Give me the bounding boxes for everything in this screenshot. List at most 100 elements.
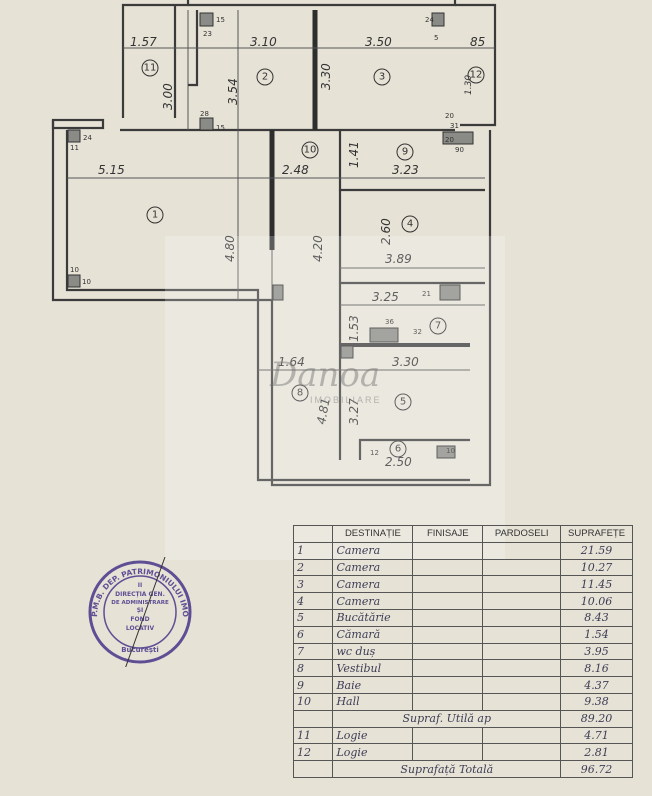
row-destination: Vestibul: [332, 659, 414, 678]
header-areas: SUPRAFEȚE: [560, 525, 633, 543]
stamp-text: LOCATIV: [126, 625, 155, 632]
row-area: 11.45: [560, 575, 633, 594]
row-area: 9.38: [560, 692, 633, 711]
room-number-7: 7: [435, 321, 441, 332]
stamp-text: DE ADMINISTRARE: [111, 600, 169, 606]
row-area: 96.72: [560, 760, 633, 778]
dim-loggia11-length: 3.00: [161, 83, 175, 110]
dim-kitchen-length: 3.27: [347, 398, 361, 425]
row-nr: 3: [292, 575, 334, 594]
row-finishes: [412, 726, 484, 745]
row-area: 1.54: [560, 625, 633, 644]
row-finishes: [412, 575, 484, 594]
room-number-8: 8: [297, 388, 303, 399]
row-finishes: [412, 642, 484, 661]
row-finishes: [412, 558, 484, 577]
row-floors: [482, 726, 562, 745]
dim-bath-width: 3.23: [392, 163, 419, 177]
row-floors: [482, 743, 562, 762]
watermark-brand: Danoa: [270, 355, 381, 395]
row-area: 8.16: [560, 659, 633, 678]
stamp-text: DIRECȚIA GEN.: [115, 591, 165, 598]
row-nr: 8: [292, 659, 334, 678]
row-destination: Camera: [332, 592, 414, 610]
row-nr: 11: [292, 726, 334, 745]
row-floors: [482, 692, 562, 711]
row-finishes: [412, 541, 484, 560]
mark: 12: [370, 449, 379, 457]
mark: 15: [216, 16, 225, 24]
mark: 32: [413, 328, 422, 336]
row-finishes: [412, 743, 484, 762]
mark: 31: [450, 122, 459, 130]
row-finishes: [412, 659, 484, 678]
row-floors: [482, 608, 562, 627]
row-floors: [482, 558, 562, 577]
row-area: 4.71: [560, 726, 633, 745]
dim-vestibule-length: 4.81: [314, 397, 332, 426]
row-destination: Bucătărie: [332, 608, 414, 627]
header-finishes: FINISAJE: [412, 525, 484, 543]
row-destination: Camera: [332, 575, 414, 594]
row-destination: Baie: [332, 676, 414, 694]
dim-loggia12-width: 85: [470, 35, 485, 49]
row-floors: [482, 541, 562, 560]
mark: 10: [82, 278, 91, 286]
dim-room3-width: 3.50: [365, 35, 392, 49]
mark: 11: [70, 144, 79, 152]
row-area: 10.27: [560, 558, 633, 577]
dim-vestibule-width: 1.64: [278, 355, 305, 369]
dim-pantry-width: 2.50: [385, 455, 412, 469]
row-nr: 6: [292, 625, 334, 644]
row-destination: Cămară: [332, 625, 414, 644]
room-labels: 1 2 3 4 5 6 7 8 9 10 11 12: [141, 59, 485, 458]
stamp-text: FOND: [130, 616, 149, 623]
dim-room1-length: 4.80: [223, 235, 237, 262]
row-area: 4.37: [560, 676, 633, 694]
dim-room2-width: 3.10: [250, 35, 277, 49]
row-floors: [482, 642, 562, 661]
dim-loggia12-length: 1.30: [464, 75, 474, 95]
mark: 5: [434, 34, 438, 42]
row-label: Suprafață Totală: [332, 760, 562, 778]
room-number-4: 4: [407, 219, 413, 230]
row-nr: 4: [292, 592, 334, 610]
dim-wc-width: 3.25: [372, 290, 399, 304]
row-area: 21.59: [560, 541, 633, 560]
dim-kitchen-width: 3.30: [392, 355, 419, 369]
row-finishes: [412, 625, 484, 644]
mark: 20: [445, 136, 454, 144]
row-nr: 9: [292, 676, 334, 694]
row-floors: [482, 592, 562, 610]
mark: 23: [203, 30, 212, 38]
dim-room4-length: 2.60: [379, 218, 393, 245]
room-number-12: 12: [470, 70, 483, 81]
mark: 10: [446, 447, 455, 455]
stamp-city: București: [121, 646, 159, 654]
row-area: 8.43: [560, 608, 633, 627]
row-nr: 7: [292, 642, 334, 661]
dim-room1-width: 5.15: [98, 163, 125, 177]
row-finishes: [412, 592, 484, 610]
room-number-1: 1: [152, 210, 158, 221]
header-destination: DESTINAȚIE: [332, 525, 414, 543]
mark: 15: [216, 124, 225, 132]
row-nr: [292, 709, 334, 728]
walls: [51, 0, 497, 487]
row-destination: Logie: [332, 726, 414, 745]
area-table: DESTINAȚIE FINISAJE PARDOSELI SUPRAFEȚE …: [292, 525, 633, 778]
row-label: Supraf. Utilă ap: [332, 709, 562, 728]
dim-bath-length: 1.41: [347, 141, 361, 168]
row-area: 3.95: [560, 642, 633, 661]
mark: 21: [422, 290, 431, 298]
row-finishes: [412, 676, 484, 694]
mark: 90: [455, 146, 464, 154]
row-area: 10.06: [560, 592, 633, 610]
